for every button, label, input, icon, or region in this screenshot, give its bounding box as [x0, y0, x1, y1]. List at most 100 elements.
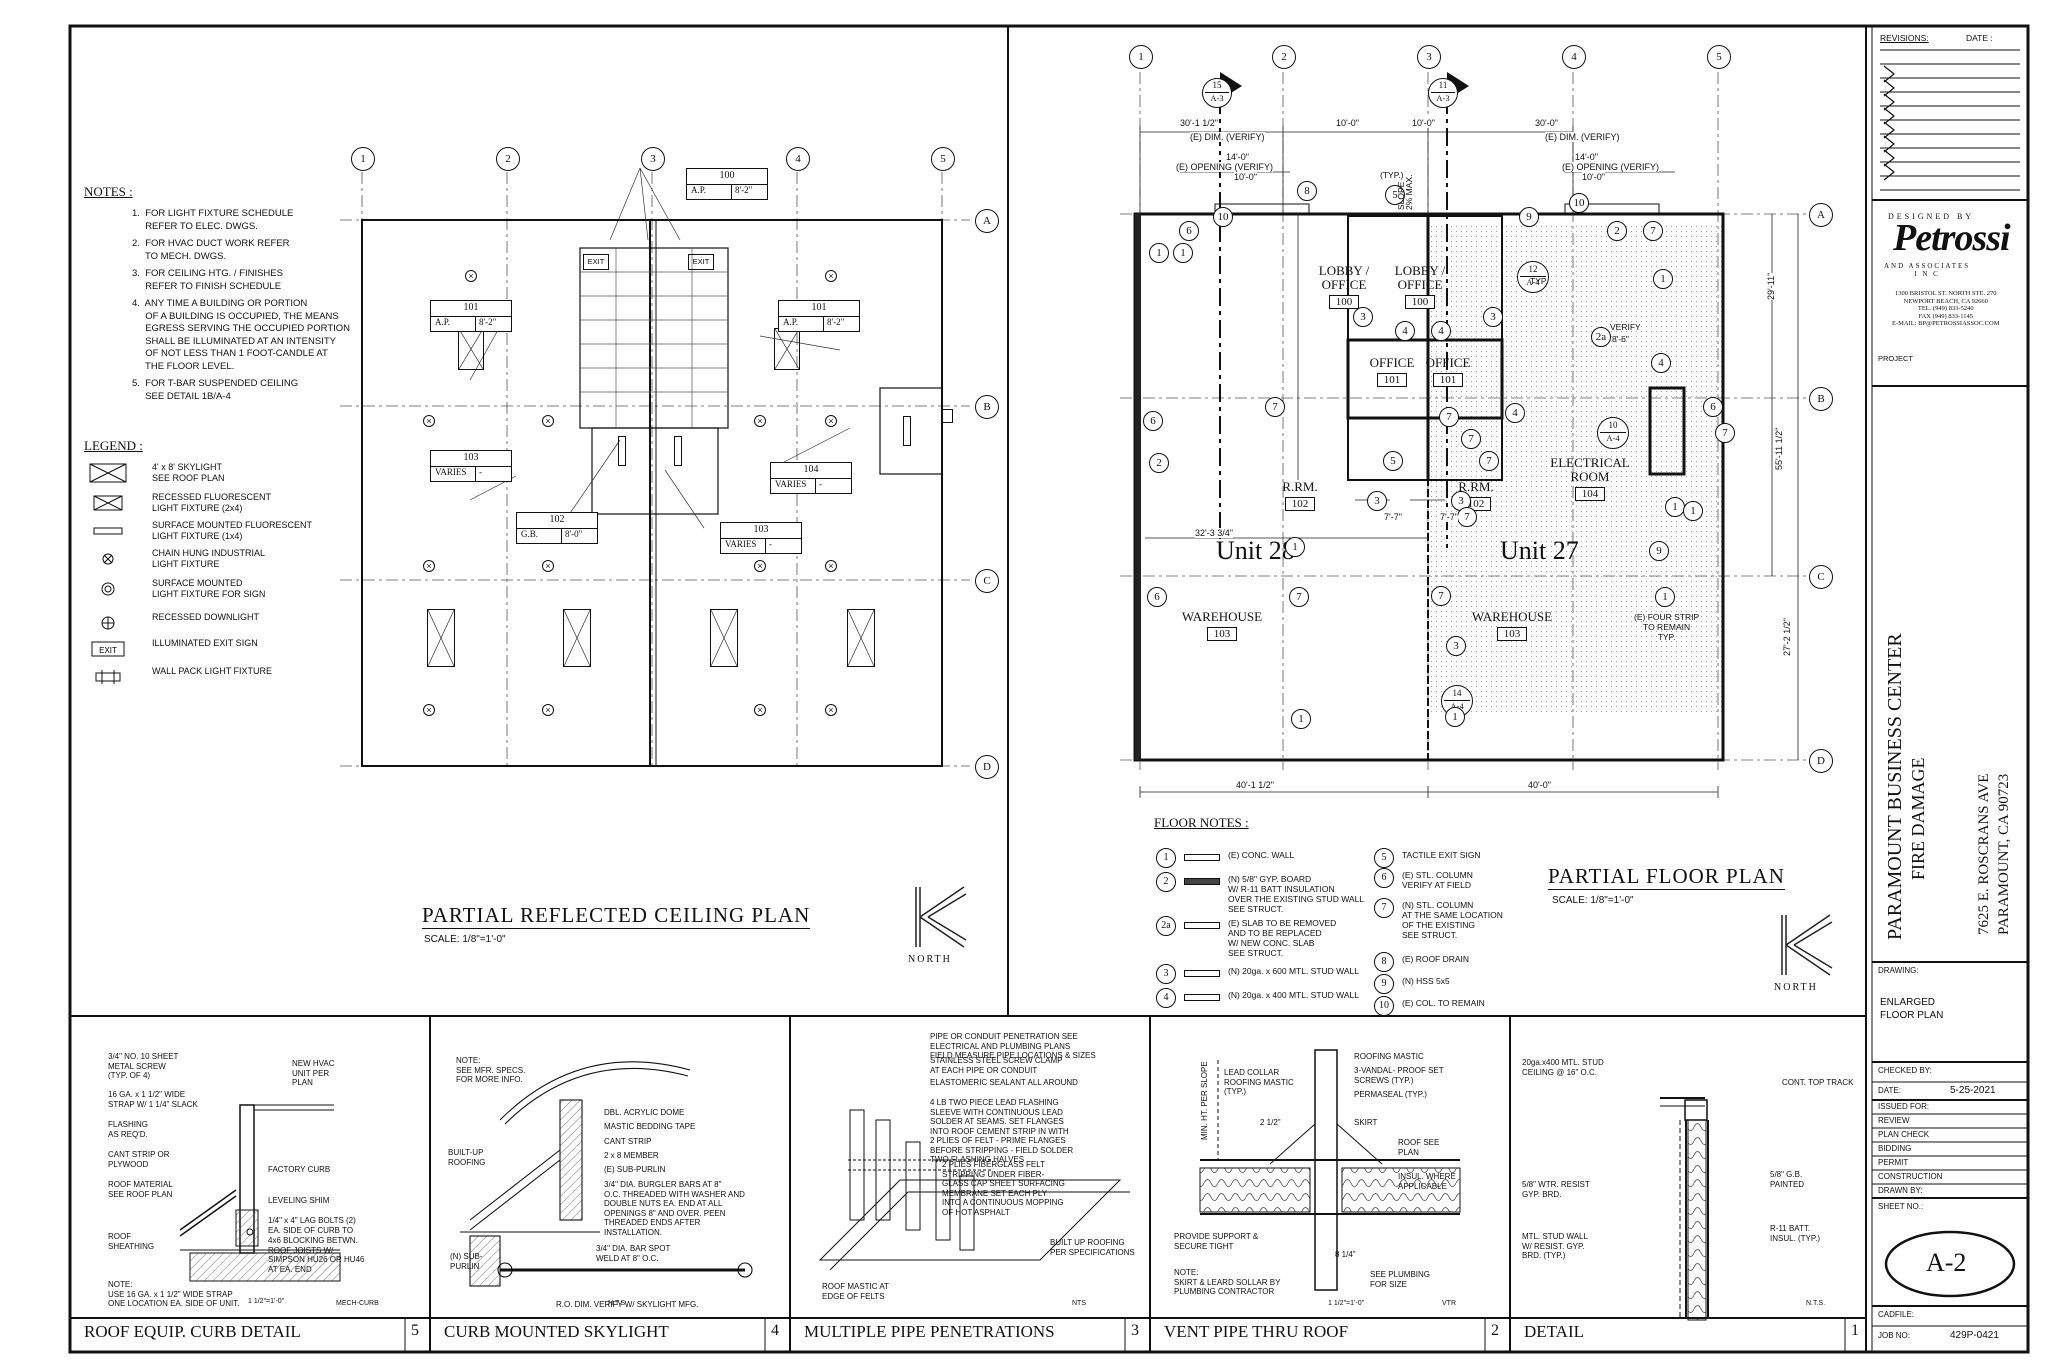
floor-note-key: 7 [1374, 898, 1394, 918]
recessed-fluorescent-icon [563, 609, 591, 667]
rcp-grid-bubble-2: 2 [496, 147, 520, 171]
room-number: 103 [1206, 627, 1238, 641]
dim-text: 14'-0" [1575, 152, 1598, 162]
north-arrow: NORTH [1772, 910, 1842, 1000]
detail-label: 2 1/2" [1260, 1118, 1281, 1127]
drawing-label: DRAWING: [1878, 966, 1919, 975]
detail-5-graphic [179, 1104, 341, 1282]
room-tag-number: 103 [753, 524, 769, 535]
rcp-grid-bubble-B: B [975, 395, 999, 419]
floor-note-text: (E) CONC. WALL [1228, 850, 1295, 860]
legend-label: SURFACE MOUNTED FLUORESCENT LIGHT FIXTUR… [152, 520, 313, 541]
unit-label: Unit 27 [1500, 536, 1579, 565]
floor-note-text: (N) 20ga. x 600 MTL. STUD WALL [1228, 966, 1360, 976]
floor-note-text: (N) HSS 5x5 [1402, 976, 1450, 986]
fp-grid-bubble-C: C [1809, 565, 1833, 589]
detail-label: 2 x 8 MEMBER [604, 1151, 659, 1160]
chain-hung-light-icon [88, 548, 128, 570]
room-tag-divider [475, 316, 476, 331]
keynote-bubble: 3 [1483, 307, 1503, 327]
wall-type-symbol [1184, 970, 1220, 977]
dim-text: 32'-3 3/4" [1195, 528, 1233, 538]
rcp-grid-bubble-1: 1 [351, 147, 375, 171]
room-tag-number: 101 [811, 302, 827, 313]
legend-label: CHAIN HUNG INDUSTRIAL LIGHT FIXTURE [152, 548, 266, 569]
keynote-bubble: 1 [1665, 497, 1685, 517]
chain-hung-light-icon: × [542, 704, 554, 716]
room-tag-material: G.B. [521, 529, 539, 539]
wall-type-symbol [1184, 878, 1220, 885]
sheet-border [68, 24, 2030, 1354]
floor-note-text: (E) ROOF DRAIN [1402, 954, 1470, 964]
room-tag-divider [815, 478, 816, 493]
firm-address: 1300 BRISTOL ST. NORTH STE. 270 NEWPORT … [1892, 290, 2000, 327]
legend-row: WALL PACK LIGHT FIXTURE [88, 666, 378, 694]
section-divider [1205, 92, 1229, 93]
room-number: 101 [1376, 373, 1408, 387]
detail-label: ROOF SEE PLAN [1398, 1138, 1440, 1157]
floor-note-key: 9 [1374, 974, 1394, 994]
floor-note-key: 1 [1156, 848, 1176, 868]
dim-text: 30'-1 1/2" [1180, 118, 1218, 128]
room-name: WAREHOUSE [1471, 609, 1553, 624]
annotation: VERIFY [1610, 322, 1641, 332]
detail-label: 5/8" WTR. RESIST GYP. BRD. [1522, 1180, 1590, 1199]
keynote-bubble: 7 [1715, 423, 1735, 443]
floor-note-text: (E) COL. TO REMAIN [1402, 998, 1485, 1008]
detail-label: 3/4" NO. 10 SHEET METAL SCREW (TYP. OF 4… [108, 1052, 179, 1080]
detail-label: BUILT UP ROOFING PER SPECIFICATIONS [1050, 1238, 1135, 1257]
fp-grid-bubble-5: 5 [1707, 45, 1731, 69]
room-number: 100 [1404, 295, 1436, 309]
detail-number: 3 [1131, 1322, 1139, 1339]
detail-label: R.O. DIM. VERIFY W/ SKYLIGHT MFG. [556, 1300, 699, 1309]
keynote-bubble: 5 [1385, 185, 1405, 205]
keynote-bubble: 1 [1173, 243, 1193, 263]
room-tag-divider [779, 316, 859, 317]
firm-logo: Petrossi [1893, 217, 2011, 259]
keynote-bubble: 8 [1297, 181, 1317, 201]
project-sub: FIRE DAMAGE [1908, 757, 1928, 880]
keynote-bubble: 2a [1591, 327, 1611, 347]
keynote-bubble: 6 [1147, 587, 1167, 607]
room-label: LOBBY / OFFICE 100 [1370, 264, 1470, 310]
cadfile-label: CADFILE: [1878, 1310, 1915, 1319]
detail-4-graphic [460, 1061, 753, 1287]
rcp-grid-bubble-4: 4 [786, 147, 810, 171]
chain-hung-light-icon: × [542, 415, 554, 427]
issued-item: BIDDING [1878, 1144, 1912, 1153]
issued-item: CONSTRUCTION [1878, 1172, 1943, 1181]
room-name: OFFICE [1425, 355, 1471, 370]
legend-row: CHAIN HUNG INDUSTRIAL LIGHT FIXTURE [88, 548, 378, 576]
dim-text: (E) OPENING (VERIFY) [1562, 162, 1660, 172]
room-name: LOBBY / OFFICE [1394, 263, 1446, 292]
keynote-bubble: 1 [1285, 537, 1305, 557]
legend-label: RECESSED FLUORESCENT LIGHT FIXTURE (2x4) [152, 492, 272, 513]
keynote-bubble: 4 [1395, 321, 1415, 341]
wall-type-symbol [1184, 854, 1220, 861]
chain-hung-light-icon: × [825, 704, 837, 716]
exit-sign-icon: EXIT [88, 638, 128, 660]
detail-label: MASTIC BEDDING TAPE [604, 1122, 696, 1131]
keynote-bubble: 7 [1479, 451, 1499, 471]
date-value: 5-25-2021 [1950, 1085, 1996, 1096]
recessed-fluorescent-icon [93, 495, 123, 511]
recessed-fluorescent-icon [88, 492, 128, 514]
designed-by: DESIGNED BY [1888, 212, 1975, 221]
room-tag-number: 100 [719, 170, 735, 181]
detail-label: NOTE: SKIRT & LEARD SOLLAR BY PLUMBING C… [1174, 1268, 1281, 1296]
date-row-label: DATE: [1878, 1086, 1901, 1095]
chain-hung-light-icon: × [542, 560, 554, 572]
keynote-bubble: 10 [1213, 207, 1233, 227]
callout-divider [1600, 432, 1626, 433]
room-number: 104 [1574, 487, 1606, 501]
keynote-bubble: 10 [1569, 193, 1589, 213]
surface-fluorescent-icon [674, 436, 682, 466]
project-address-2: PARAMOUNT, CA 90723 [1996, 773, 2012, 935]
rcp-grid-bubble-3: 3 [641, 147, 665, 171]
keynote-bubble: 3 [1446, 636, 1466, 656]
room-tag-material: VARIES [725, 539, 757, 549]
annotation: 2% MAX. [1404, 174, 1414, 210]
